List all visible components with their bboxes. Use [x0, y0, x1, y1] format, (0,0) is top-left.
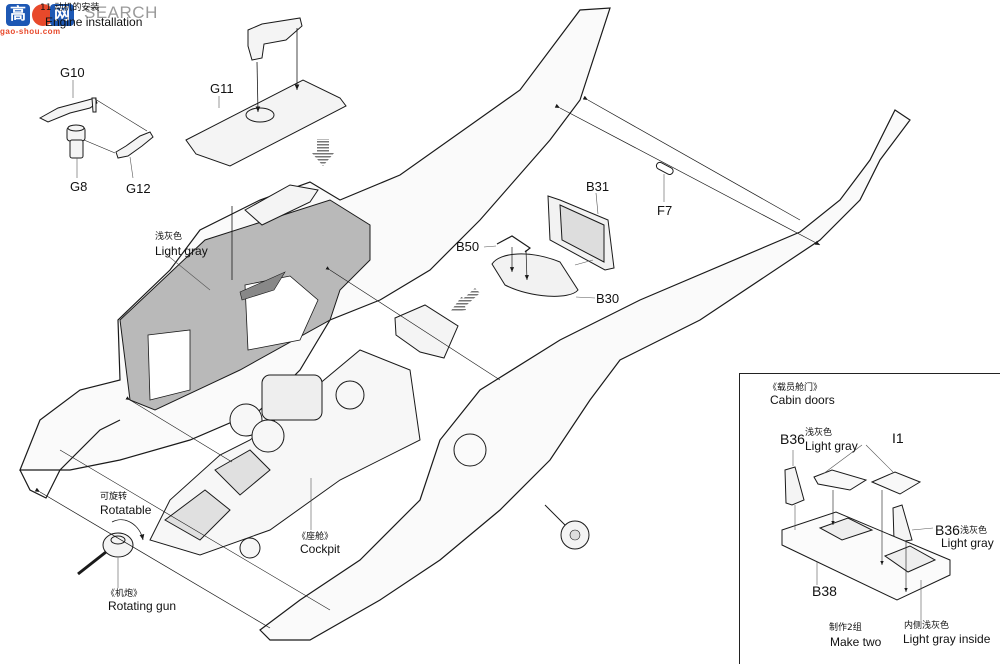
cockpit-cn: 《座舱》: [297, 532, 334, 542]
part-label-b50: B50: [456, 239, 480, 254]
side-panel-part: [394, 304, 459, 359]
part-label-g12: G12: [126, 181, 151, 196]
g8-part: [66, 124, 86, 159]
down-arrow-icon: [312, 139, 334, 166]
g10-part: [38, 97, 98, 123]
inside-color-en: Light gray inside: [903, 632, 991, 646]
watermark-logo-block: 高: [6, 4, 30, 26]
inset-title-cn: 《载员舱门》: [768, 383, 823, 393]
part-label-b36-right: B36: [935, 522, 960, 538]
part-label-g8: G8: [70, 179, 88, 194]
engine-top-part: [247, 17, 303, 61]
b50-part: [496, 235, 532, 253]
cockpit-assembly: [149, 349, 421, 559]
rotatable-cn: 可旋转: [100, 492, 128, 502]
inset-title-en: Cabin doors: [770, 393, 835, 407]
rotatable-en: Rotatable: [100, 503, 152, 517]
part-label-b31: B31: [586, 179, 610, 194]
step-title-en: Engine installation: [45, 15, 143, 29]
b36-left-color-cn: 浅灰色: [805, 428, 833, 438]
watermark-logo-block: 网: [50, 4, 74, 26]
part-label-b30: B30: [596, 291, 620, 306]
part-label-g10: G10: [60, 65, 85, 80]
inside-color-cn: 内侧浅灰色: [904, 621, 950, 631]
f7-part: [655, 161, 674, 176]
part-label-b36-left: B36: [780, 431, 805, 447]
diagonal-arrow-icon: [450, 288, 480, 312]
watermark-search-text: SEARCH: [84, 3, 158, 22]
g11-plate: [185, 79, 347, 167]
watermark-site: gao-shou.com: [0, 27, 61, 36]
part-label-f7: F7: [657, 203, 673, 218]
interior-color-en: Light gray: [155, 244, 208, 258]
fuselage-left-half: [19, 7, 611, 471]
b36-left-color-en: Light gray: [805, 439, 858, 453]
gun-en: Rotating gun: [108, 599, 177, 613]
g12-part: [115, 131, 154, 159]
part-label-g11: G11: [210, 81, 234, 96]
make-two-en: Make two: [830, 635, 882, 649]
part-label-b38: B38: [812, 583, 837, 599]
cabin-doors-drawing: [781, 466, 951, 601]
make-two-cn: 制作2组: [829, 623, 862, 633]
b36-right-color-cn: 浅灰色: [960, 526, 988, 536]
gun-cn: 《机炮》: [106, 589, 143, 599]
rotating-gun-part: [77, 532, 134, 576]
interior-color-cn: 浅灰色: [155, 232, 183, 242]
cockpit-en: Cockpit: [300, 542, 341, 556]
watermark: 高 网 gao-shou.com SEARCH: [0, 0, 160, 36]
engine-cover-plate: [244, 184, 319, 226]
part-label-i1: I1: [892, 430, 904, 446]
fuselage-right-half: [259, 109, 911, 641]
step-title-cn: 11 动机的安装: [40, 3, 100, 13]
cabin-doors-inset: [739, 373, 1000, 664]
b36-right-color-en: Light gray: [941, 536, 994, 550]
b30-part: [491, 253, 579, 297]
b31-part: [547, 195, 615, 271]
assembly-drawing: [19, 7, 951, 641]
watermark-gear-icon: [32, 4, 54, 26]
